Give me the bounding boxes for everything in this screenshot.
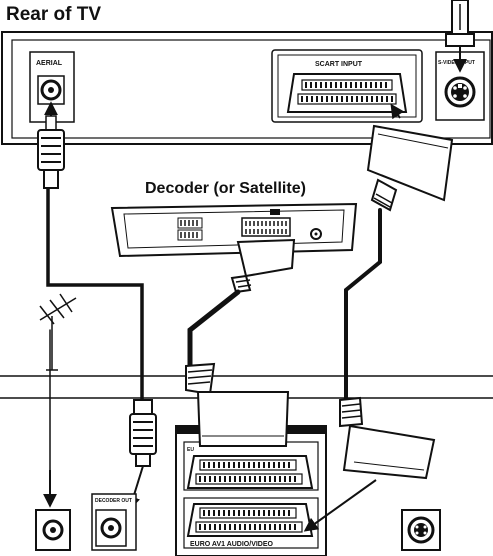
dvd-rear-panel: EU EURO AV1 AUDIO/VIDEO	[175, 425, 327, 556]
tv-scart-plug	[366, 103, 454, 212]
dvd-coax-plug	[126, 399, 157, 511]
dvd-euro-label: EURO AV1 AUDIO/VIDEO	[190, 541, 274, 548]
tv-scart-input: SCART INPUT	[271, 49, 423, 123]
dvd-lower-scart-plug	[303, 396, 436, 532]
cables	[46, 186, 382, 501]
coax-plug-icon	[37, 101, 65, 189]
tv-aerial-label: AERIAL	[36, 60, 63, 67]
dvd-rf-out-socket: DECODER OUT	[91, 493, 137, 551]
dvd-upper-scart-plug	[185, 362, 290, 447]
tv-scart-label: SCART INPUT	[315, 61, 363, 68]
tv-title: Rear of TV	[6, 4, 101, 25]
decoder-title: Decoder (or Satellite)	[145, 180, 306, 197]
dvd-euro-small-label: EU	[187, 447, 194, 453]
dvd-rf-out-label: DECODER OUT	[95, 498, 132, 504]
tv-svideo-label: S-VIDEO INPUT	[438, 60, 475, 66]
dvd-aerial-in-socket	[35, 509, 71, 551]
tv-aerial-socket: AERIAL	[29, 51, 75, 123]
decoder-scart-plug	[230, 238, 296, 294]
dvd-svideo-socket	[401, 509, 441, 551]
decoder-box	[110, 202, 358, 258]
svideo-plug-icon	[445, 0, 475, 73]
antenna-icon	[39, 293, 77, 371]
